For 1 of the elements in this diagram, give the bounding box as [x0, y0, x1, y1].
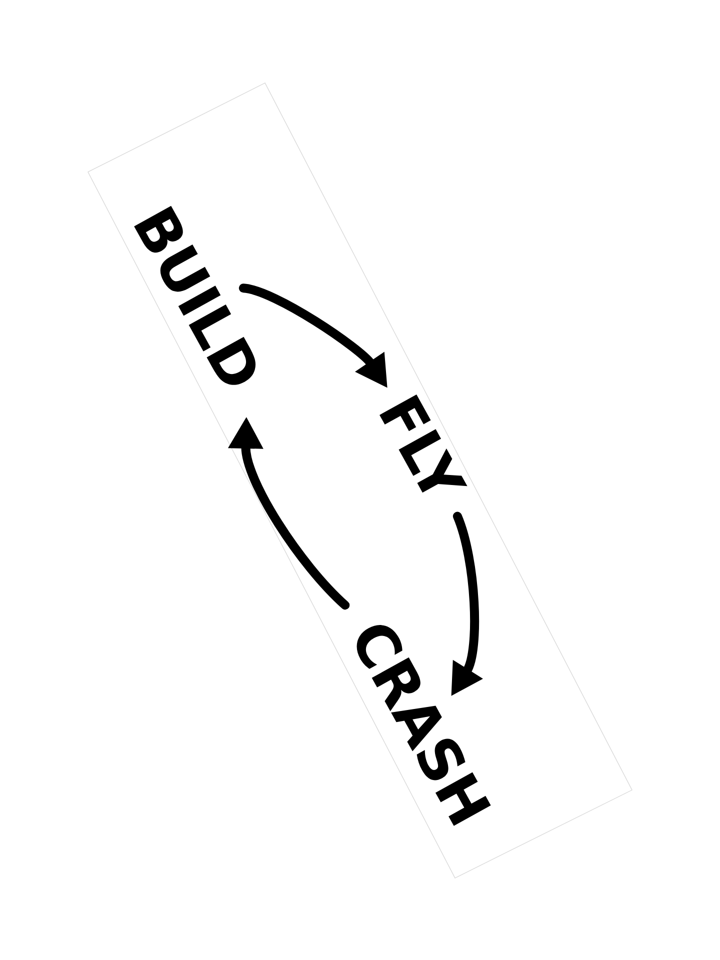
stage-label: FLY — [380, 394, 468, 493]
